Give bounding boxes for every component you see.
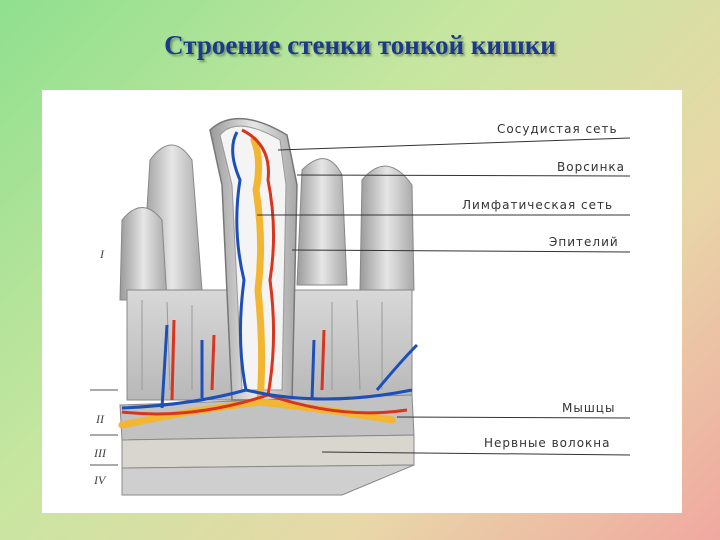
lymphatic-vessels bbox=[118, 136, 396, 429]
veins bbox=[121, 131, 419, 410]
serosa-layer bbox=[121, 464, 415, 496]
leader-lines bbox=[257, 137, 631, 456]
diagram-panel: Сосудистая сеть Ворсинка Лимфатическая с… bbox=[42, 90, 682, 513]
layer-ticks bbox=[90, 389, 118, 466]
label-villus: Ворсинка bbox=[557, 160, 626, 174]
label-muscles: Мышцы bbox=[562, 401, 616, 415]
submucosa-layer bbox=[121, 434, 415, 469]
layer-label-4: IV bbox=[94, 473, 106, 487]
label-nerve-fibers: Нервные волокна bbox=[484, 436, 611, 450]
intestine-wall-illustration bbox=[90, 118, 631, 496]
layer-label-3: III bbox=[94, 446, 106, 460]
layer-label-2: II bbox=[96, 412, 104, 426]
label-lymphatic-net: Лимфатическая сеть bbox=[462, 198, 614, 212]
back-villi bbox=[119, 144, 415, 301]
label-epithelium: Эпителий bbox=[549, 235, 619, 249]
label-vascular-net: Сосудистая сеть bbox=[497, 122, 618, 136]
crypt-lines bbox=[141, 299, 383, 391]
layer-label-1: I bbox=[100, 247, 104, 261]
slide-title: Строение стенки тонкой кишки bbox=[164, 30, 556, 60]
